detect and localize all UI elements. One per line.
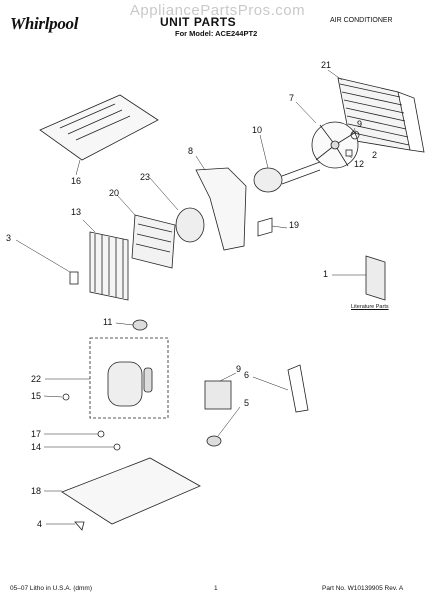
top-panel — [39, 94, 159, 161]
washer — [97, 430, 105, 438]
air-filter — [131, 214, 176, 269]
mounting-clip — [257, 217, 273, 237]
page-title: UNIT PARTS — [160, 15, 237, 29]
callout-3: 3 — [6, 233, 12, 243]
footer-page: 1 — [214, 585, 218, 592]
callout-13: 13 — [71, 207, 82, 217]
model-line: For Model: ACE244PT2 — [175, 29, 258, 38]
callout-19: 19 — [289, 220, 300, 230]
callout-2: 2 — [372, 150, 378, 160]
control-box — [204, 380, 232, 410]
category-label: AIR CONDITIONER — [330, 17, 393, 24]
footer-litho: 05–07 Litho in U.S.A. (dmm) — [10, 585, 93, 592]
callout-1: 1 — [323, 269, 329, 279]
callout-15: 15 — [31, 391, 42, 401]
fan-nut — [350, 130, 360, 140]
watermark: AppliancePartsPros.com — [129, 2, 306, 19]
compressor — [107, 361, 153, 407]
tubing — [287, 364, 309, 413]
callout-20: 20 — [109, 188, 120, 198]
nut — [113, 443, 121, 451]
callout-14: 14 — [31, 442, 42, 452]
grommet — [62, 393, 70, 401]
literature-label: Literature Parts — [351, 304, 389, 310]
blower-wheel — [175, 207, 205, 243]
callout-9-lower: 9 — [236, 364, 242, 374]
callout-22: 22 — [31, 374, 42, 384]
callout-10: 10 — [252, 125, 263, 135]
capacitor-cap — [206, 435, 222, 447]
literature-pack — [365, 255, 386, 301]
compressor-box — [89, 337, 169, 419]
callout-17: 17 — [31, 429, 42, 439]
callout-6: 6 — [244, 370, 250, 380]
compressor-cap — [132, 319, 148, 331]
fan-motor — [253, 161, 321, 193]
callout-18: 18 — [31, 486, 42, 496]
condenser-fan-blade — [311, 121, 359, 169]
callout-4: 4 — [37, 519, 43, 529]
brand-logo: Whirlpool — [10, 14, 79, 33]
callout-9-upper: 9 — [357, 119, 363, 129]
callout-16: 16 — [71, 176, 82, 186]
callout-11: 11 — [103, 317, 113, 327]
callout-21: 21 — [321, 60, 332, 70]
callout-12: 12 — [354, 159, 365, 169]
callout-23: 23 — [140, 172, 151, 182]
callout-7: 7 — [289, 93, 295, 103]
callout-8: 8 — [188, 146, 194, 156]
foot — [74, 521, 85, 531]
footer-part-number: Part No. W10139905 Rev. A — [322, 585, 404, 592]
drain-bracket — [69, 271, 79, 285]
base-pan — [61, 457, 201, 525]
callout-5: 5 — [244, 398, 250, 408]
motor-bracket — [195, 167, 247, 251]
